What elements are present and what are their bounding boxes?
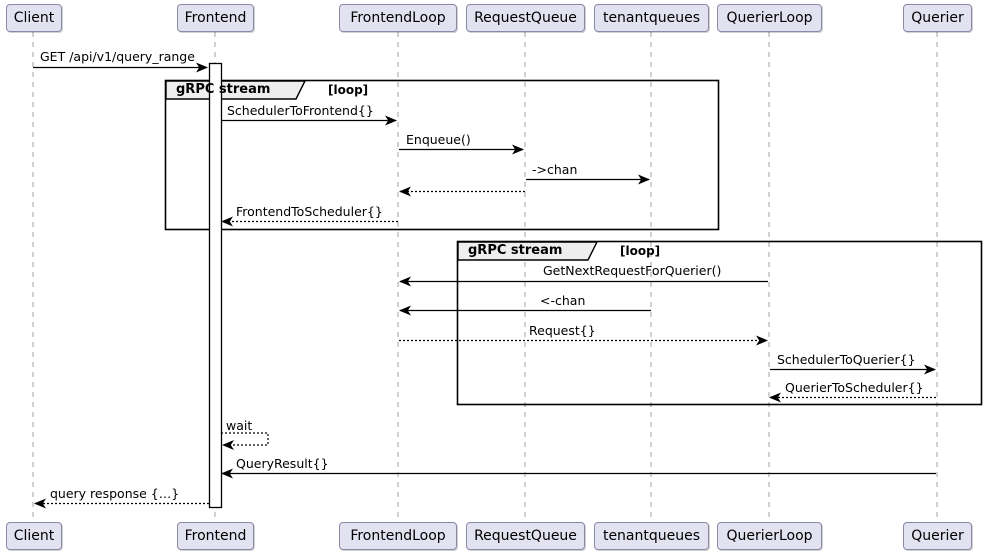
group-tab-shape-grpc-stream-querier [457,241,599,261]
message-label-m13: QueryResult{} [236,456,329,471]
group-tab-shape-grpc-stream-frontend [165,80,307,100]
self-messages-layer [221,432,269,450]
message-label-m7: GetNextRequestForQuerier() [543,263,722,278]
participant-querier-bottom[interactable]: Querier [903,522,972,550]
message-label-m3: Enqueue() [406,132,471,147]
participant-tenantqueues-top[interactable]: tenantqueues [594,4,709,32]
group-frame-grpc-stream-querier [456,240,983,406]
group-condition-grpc-stream-frontend: [loop] [328,83,369,97]
activations-layer [208,62,223,509]
participant-querierloop-bottom[interactable]: QuerierLoop [717,522,822,550]
messages-layer [33,62,936,509]
participant-client-top[interactable]: Client [6,4,62,32]
message-label-m2: SchedulerToFrontend{} [227,103,374,118]
message-label-m4: ->chan [532,162,578,177]
group-label-grpc-stream-querier: gRPC stream [468,243,563,258]
participant-querierloop-top[interactable]: QuerierLoop [717,4,822,32]
group-condition-grpc-stream-querier: [loop] [620,244,661,258]
participant-client-bottom[interactable]: Client [6,522,62,550]
message-label-m6: FrontendToScheduler{} [236,204,383,219]
participant-frontend-bottom[interactable]: Frontend [177,522,254,550]
participant-tenantqueues-bottom[interactable]: tenantqueues [594,522,709,550]
group-label-grpc-stream-frontend: gRPC stream [176,82,271,97]
activation-bar-frontend [208,62,223,509]
participant-querier-top[interactable]: Querier [903,4,972,32]
self-message-arrow-m12 [221,432,269,450]
participant-requestqueue-bottom[interactable]: RequestQueue [466,522,585,550]
participant-frontendloop-top[interactable]: FrontendLoop [339,4,457,32]
groups-layer [164,79,983,406]
self-message-label-m12: wait [226,418,253,433]
message-label-m1: GET /api/v1/query_range [40,49,195,64]
group-frame-grpc-stream-frontend [164,79,720,231]
lifelines-layer [32,32,938,526]
participant-frontendloop-bottom[interactable]: FrontendLoop [339,522,457,550]
participant-frontend-top[interactable]: Frontend [177,4,254,32]
message-label-m11: QuerierToScheduler{} [785,380,924,395]
message-label-m8: <-chan [540,293,586,308]
message-label-m10: SchedulerToQuerier{} [777,352,916,367]
participant-requestqueue-top[interactable]: RequestQueue [466,4,585,32]
message-label-m9: Request{} [529,323,596,338]
message-label-m14: query response {…} [50,486,180,501]
